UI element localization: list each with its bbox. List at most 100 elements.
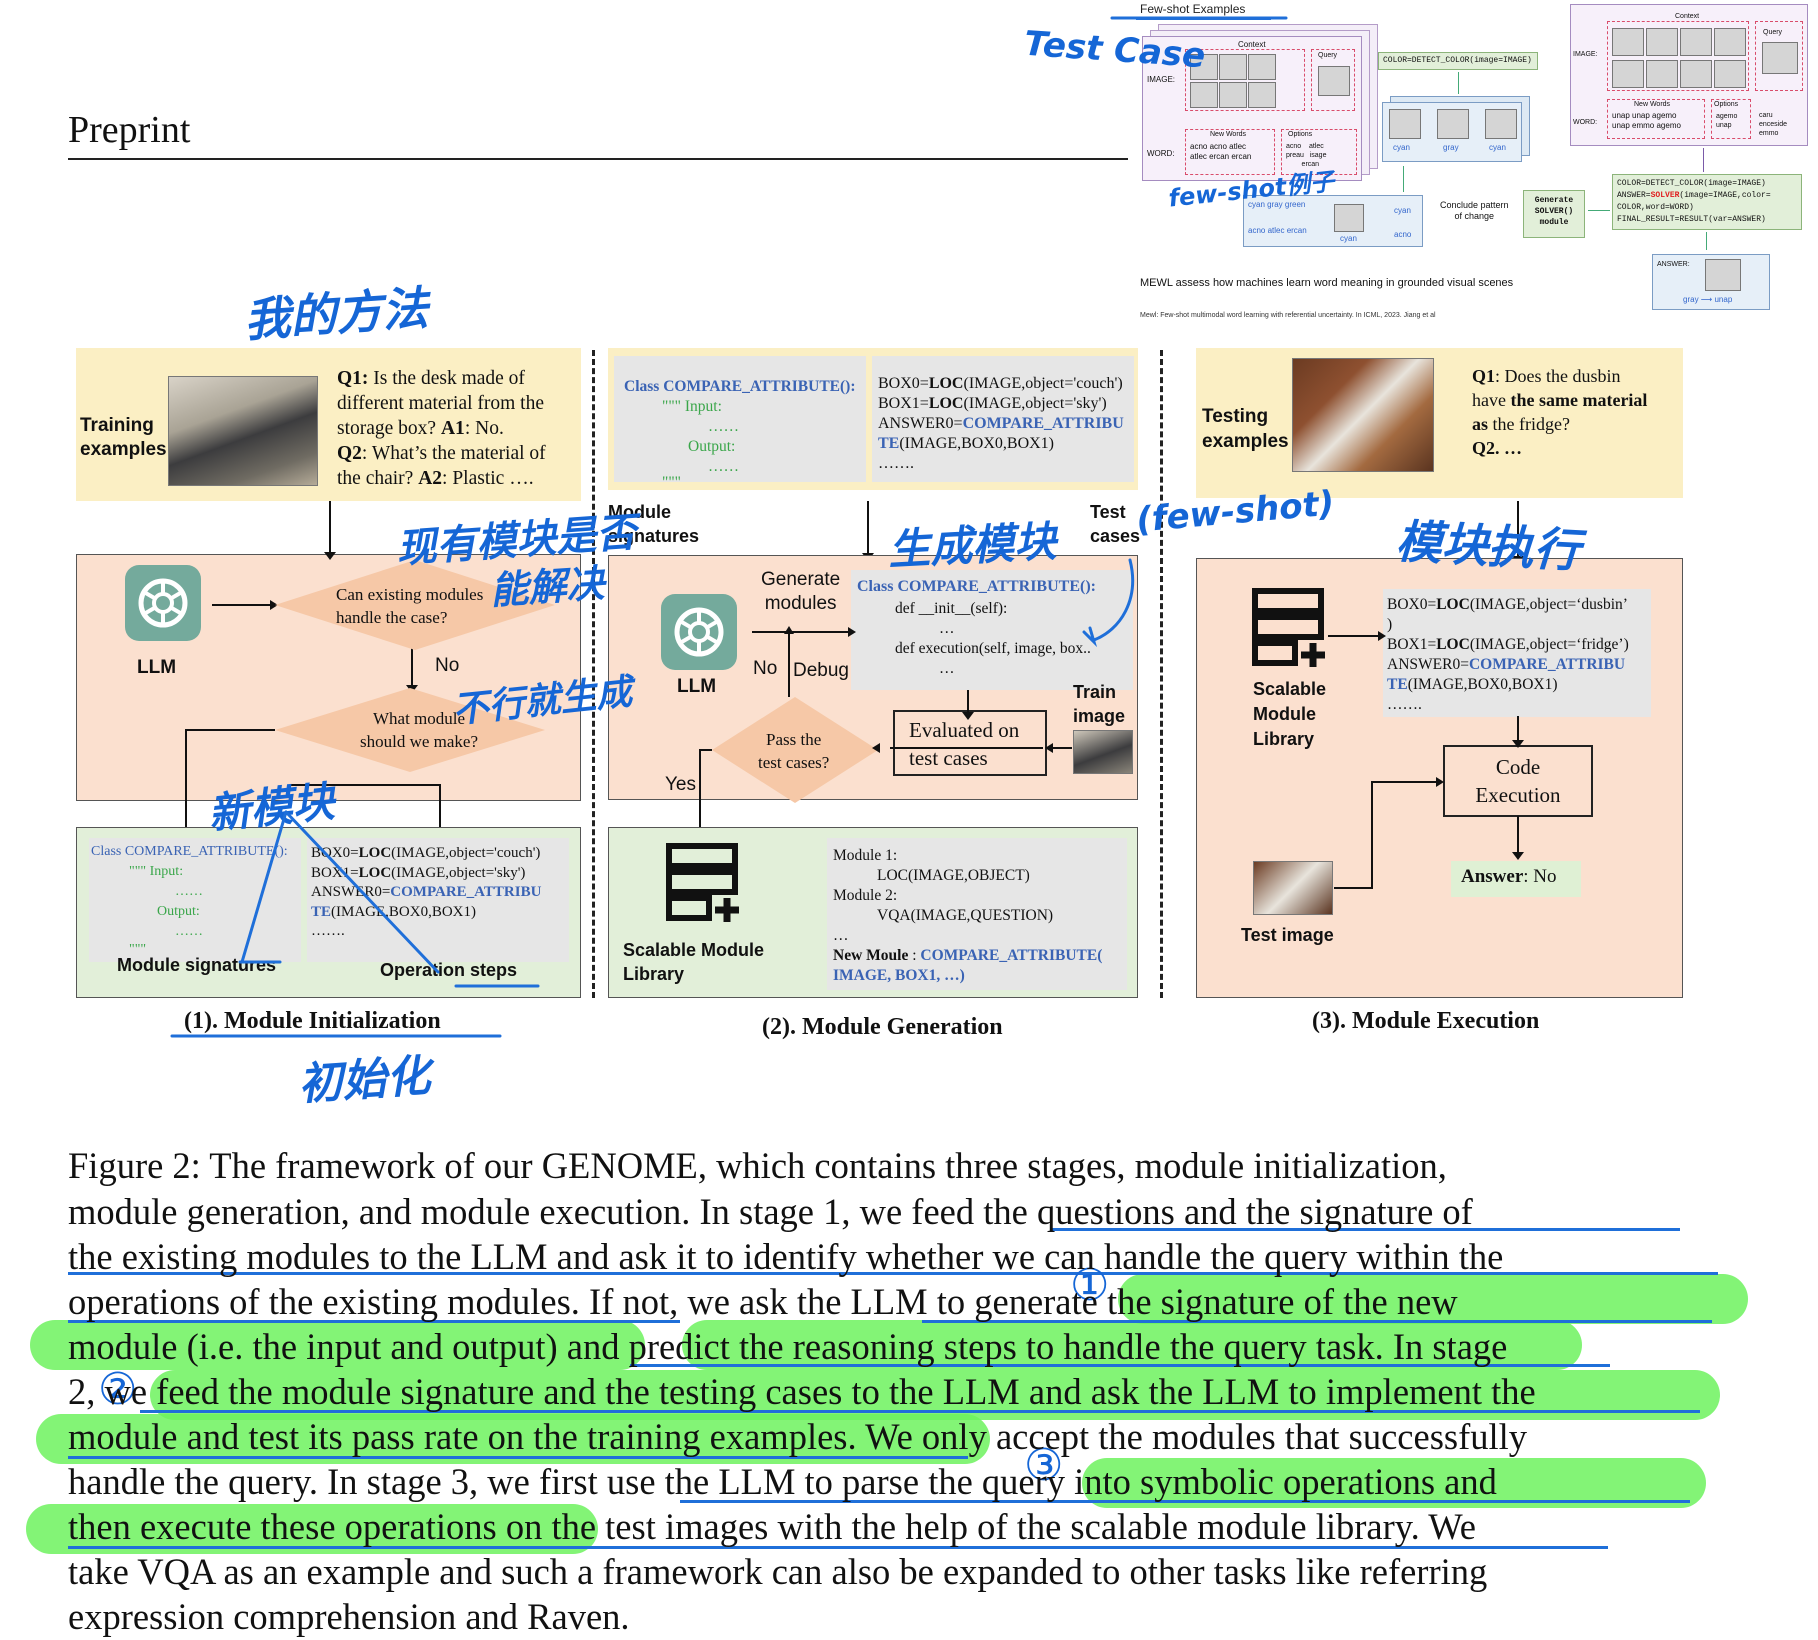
q2-line2: the chair? A2: Plastic ….	[337, 466, 577, 491]
inset-code2-line: FINAL_RESULT=RESULT(var=ANSWER)	[1617, 215, 1766, 224]
inset-right-extra: caru enceside emmo	[1759, 112, 1788, 137]
exec-line: ANSWER0=COMPARE_ATTRIBU	[1387, 655, 1647, 675]
stage3-examples-panel: Testing examples Q1: Does the dusbin hav…	[1196, 348, 1683, 498]
operation-steps-label: Operation steps	[380, 960, 518, 980]
lib-line: Module 2:	[833, 887, 898, 904]
q1-label: Q1:	[337, 368, 369, 389]
caption-line: Figure 2: The framework of our GENOME, w…	[68, 1145, 1447, 1186]
module-signatures-caption: Module signatures	[608, 502, 700, 546]
pass-diamond	[712, 697, 878, 803]
inset-newwords: acno acno atlec atlec ercan ercan	[1190, 142, 1252, 161]
inset-color-label: cyan	[1393, 143, 1410, 152]
inset-arrow-right	[1588, 210, 1610, 211]
caption-line: then execute these operations on the tes…	[68, 1506, 1476, 1547]
caption-line: module and test its pass rate on the tra…	[68, 1416, 1528, 1457]
stage2-llm-logo	[661, 594, 737, 670]
generate-modules-label: Generate modules	[761, 569, 841, 614]
stage1-connectors	[185, 501, 1519, 838]
inset-ctx-img	[1248, 54, 1276, 80]
inset-color-label: cyan	[1489, 143, 1506, 152]
annotation-circle-1: ①	[1070, 1260, 1110, 1311]
stage2-doc-output: Output:	[688, 438, 736, 455]
highlight	[1082, 1458, 1706, 1508]
inset-arrow-down2	[1403, 166, 1404, 192]
inset-options-box: Options acno atlec preau isage ercan	[1281, 129, 1357, 175]
underline	[680, 1500, 1690, 1503]
exec-fn: COMPARE_ATTRIBU	[1468, 656, 1626, 673]
inset-right-word-label: WORD:	[1573, 119, 1598, 126]
underline	[68, 1320, 680, 1323]
inset-ctx-img	[1219, 54, 1247, 80]
op-line: …….	[311, 923, 345, 939]
highlight	[36, 1414, 990, 1464]
evaluated-box: Evaluated on test cases	[893, 710, 1047, 776]
preprint-header: Preprint	[68, 109, 191, 151]
pass-diamond-text: Pass the test cases?	[758, 730, 830, 772]
op-fn: COMPARE_ATTRIBU	[390, 884, 542, 900]
exec-fn: TE	[1387, 676, 1408, 693]
inset-pairs: cyan gray green acno atlec ercan cyan cy…	[1243, 195, 1423, 247]
op-part: (IMAGE,BOX0,BOX1)	[331, 903, 477, 920]
module-signatures-label: Module signatures	[117, 955, 277, 975]
q1-line3: storage box? A1: No.	[337, 416, 577, 441]
stage3-arrowheads	[1378, 631, 1524, 860]
inset-card: Context Query IMAGE: WORD: New Words acn…	[1142, 36, 1362, 181]
inset-answer-box: ANSWER: gray ⟶ unap	[1652, 254, 1770, 310]
caption-line: module generation, and module execution.…	[68, 1191, 1473, 1232]
t-q1-line2: have the same material	[1472, 388, 1647, 412]
inset-right-image-label: IMAGE:	[1573, 51, 1598, 58]
inset-color-img	[1389, 109, 1421, 139]
highlight	[26, 1504, 598, 1554]
inset-right-newwords: New Words unap unap agemo unap emmo agem…	[1607, 99, 1705, 139]
inset-code2-line: ANSWER=SOLVER(image=IMAGE,color=	[1617, 190, 1797, 202]
inset-ctx-img	[1190, 54, 1218, 80]
inset-image-label: IMAGE:	[1147, 75, 1176, 84]
inset-options-label: Options	[1288, 131, 1313, 138]
stage2-generation-panel: LLM Generate modules Class COMPARE_ATTRI…	[608, 555, 1138, 800]
decision-diamond-1	[275, 560, 555, 650]
stage2-class-line: Class COMPARE_ATTRIBUTE():	[624, 378, 856, 395]
testing-examples-label: Testing examples	[1202, 406, 1289, 452]
op-part: BOX1=	[878, 395, 929, 412]
inset-right-img	[1612, 28, 1644, 56]
annotation-circle-3: ③	[1024, 1440, 1064, 1491]
caption-line: module (i.e. the input and output) and p…	[68, 1326, 1508, 1367]
caption-line: operations of the existing modules. If n…	[68, 1281, 1458, 1322]
inset-context-box	[1185, 49, 1305, 111]
inset-right-query-box	[1755, 21, 1803, 91]
testing-image	[1292, 358, 1434, 472]
exec-line: )	[1387, 616, 1393, 633]
inset-colors: cyan gray cyan	[1382, 102, 1522, 162]
stage-divider	[592, 350, 595, 998]
q1-line3a: storage box?	[337, 418, 441, 439]
op-fn: LOC	[928, 375, 964, 392]
t-q1-part: have	[1472, 390, 1511, 410]
inset-figure: Few-shot Examples Context Query IMAGE: W…	[1128, 0, 1818, 325]
inset-right-options: Options agemo unap	[1711, 99, 1751, 139]
stage2-input-panel: Class COMPARE_ATTRIBUTE(): """ Input: ………	[608, 348, 1138, 491]
library-contents-box: Module 1: LOC(IMAGE,OBJECT) Module 2: VQ…	[827, 838, 1127, 990]
stage3-library-icon	[1252, 588, 1325, 667]
train-image	[1073, 730, 1133, 774]
inset-pair-img	[1334, 204, 1364, 232]
exec-part: BOX1=	[1387, 636, 1437, 653]
op-line: BOX1=LOC(IMAGE,object='sky')	[878, 394, 1128, 414]
inset-caption: MEWL assess how machines learn word mean…	[1140, 277, 1514, 289]
op-part: BOX0=	[878, 375, 929, 392]
inset-right-img	[1646, 28, 1678, 56]
inset-newwords-label: New Words	[1210, 131, 1247, 138]
op-part: (IMAGE,BOX0,BOX1)	[899, 435, 1054, 452]
gen-line: def __init__(self):	[895, 600, 1008, 617]
inset-options: acno atlec preau isage ercan	[1286, 143, 1327, 168]
op-fn: LOC	[358, 864, 392, 881]
op-line: ANSWER0=COMPARE_ATTRIBU	[311, 883, 565, 903]
stage1-no-label: No	[435, 655, 460, 676]
caption-line: 2, we feed the module signature and the …	[68, 1371, 1536, 1412]
inset-pair-cyan2: cyan	[1394, 206, 1411, 215]
a2-text: : Plastic ….	[442, 468, 534, 489]
stage1-doc-close: """	[129, 942, 147, 957]
lib-line: VQA(IMAGE,QUESTION)	[877, 907, 1054, 924]
op-line: BOX0=LOC(IMAGE,object='couch')	[878, 374, 1128, 394]
